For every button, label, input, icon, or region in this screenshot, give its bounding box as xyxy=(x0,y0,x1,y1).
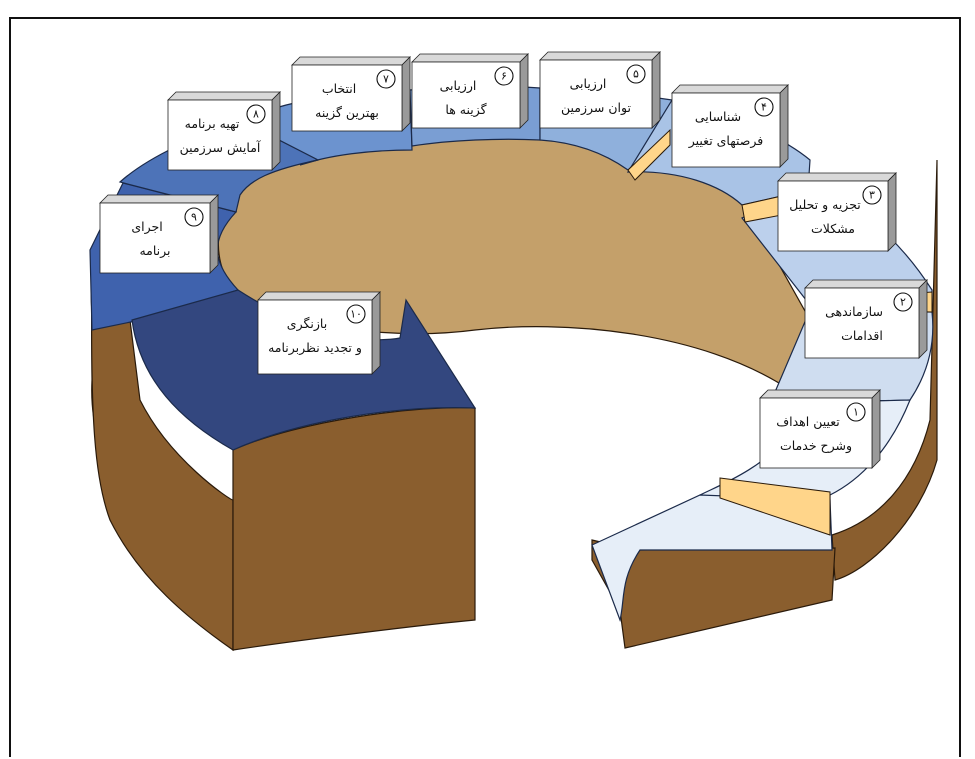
step-label-line2: بهترین گزینه xyxy=(315,105,379,121)
step-number: ١ xyxy=(853,406,859,419)
step-box-4: ۴ شناسایی فرصتهای تغییر xyxy=(671,84,789,168)
box-top-face xyxy=(167,91,281,101)
step-label-line2: آمایش سرزمین xyxy=(180,140,261,156)
box-side-face xyxy=(371,291,381,375)
step-label-line1: انتخاب xyxy=(322,81,356,96)
box-side-face xyxy=(887,172,897,252)
ring-outer-wall xyxy=(90,159,938,652)
step-label-line2: فرصتهای تغییر xyxy=(688,133,764,149)
box-side-face xyxy=(918,279,928,359)
box-side-face xyxy=(519,53,529,129)
step-box-10: ١٠ بازنگری و تجدید نظربرنامه xyxy=(257,291,381,375)
step-label-line1: تعیین اهداف xyxy=(776,414,840,430)
step-box-6: ۶ ارزیابی گزینه ها xyxy=(411,53,529,129)
box-top-face xyxy=(539,51,661,61)
step-box-8: ٨ تهیه برنامه آمایش سرزمین xyxy=(167,91,281,171)
box-top-face xyxy=(291,56,411,66)
step-number: ٢ xyxy=(900,296,906,309)
step-label-line2: وشرح خدمات xyxy=(780,438,852,454)
step-box-9: ٩ اجرای برنامه xyxy=(99,194,219,274)
step-face-4 xyxy=(627,128,671,181)
step-number: ٧ xyxy=(383,73,389,86)
step-face-0 xyxy=(719,477,831,536)
step-label-line1: بازنگری xyxy=(287,316,327,332)
step-number: ۴ xyxy=(761,101,767,114)
step-number: ۶ xyxy=(501,70,507,83)
step-label-line1: ارزیابی xyxy=(570,76,607,92)
step-number: ٣ xyxy=(869,189,875,202)
step-number: ١٠ xyxy=(350,308,362,321)
step-number: ۵ xyxy=(633,68,639,81)
step-label-line2: برنامه xyxy=(139,243,170,259)
diagram-frame xyxy=(9,17,961,757)
step-number: ٨ xyxy=(253,108,259,121)
step-number-circle xyxy=(246,104,266,124)
wall-front xyxy=(232,407,476,651)
step-number-circle xyxy=(346,304,366,324)
step-label-line1: تهیه برنامه xyxy=(185,116,240,132)
step-box-3: ٣ تجزیه و تحلیل مشکلات xyxy=(777,172,897,252)
segment-1-arrow xyxy=(591,494,833,623)
wall-right xyxy=(831,159,938,581)
wall-left-main xyxy=(90,273,234,652)
step-box-5: ۵ ارزیابی توان سرزمین xyxy=(539,51,661,129)
step-box-7: ٧ انتخاب بهترین گزینه xyxy=(291,56,411,132)
step-label-line2: گزینه ها xyxy=(445,102,486,118)
box-side-face xyxy=(651,51,661,129)
step-label-line2: و تجدید نظربرنامه xyxy=(268,340,362,356)
step-number-circle xyxy=(893,292,913,312)
step-label-line2: توان سرزمین xyxy=(561,100,631,116)
step-box-1: ١ تعیین اهداف وشرح خدمات xyxy=(759,389,881,469)
step-label-line1: اجرای xyxy=(131,219,162,235)
step-label-line1: تجزیه و تحلیل xyxy=(789,197,861,213)
step-label-line2: اقدامات xyxy=(841,328,883,343)
step-label-line2: مشکلات xyxy=(811,221,855,236)
box-side-face xyxy=(401,56,411,132)
box-side-face xyxy=(209,194,219,274)
step-number-circle xyxy=(376,69,396,89)
step-number-circle xyxy=(184,207,204,227)
box-top-face xyxy=(804,279,928,289)
step-number-circle xyxy=(626,64,646,84)
box-side-face xyxy=(271,91,281,171)
step-label-line1: سازماندهی xyxy=(825,304,883,320)
step-number-circle xyxy=(494,66,514,86)
step-number-circle xyxy=(862,185,882,205)
box-top-face xyxy=(671,84,789,94)
step-number-circle xyxy=(754,97,774,117)
step-label-line1: ارزیابی xyxy=(440,78,477,94)
box-top-face xyxy=(99,194,219,204)
box-side-face xyxy=(779,84,789,168)
box-top-face xyxy=(411,53,529,63)
step-number: ٩ xyxy=(191,211,197,224)
step-labels: ١ تعیین اهداف وشرح خدمات ٢ سازماندهی اقدامات ٣… xyxy=(99,51,928,469)
step-number-circle xyxy=(846,402,866,422)
box-top-face xyxy=(257,291,381,301)
box-top-face xyxy=(759,389,881,399)
step-box-2: ٢ سازماندهی اقدامات xyxy=(804,279,928,359)
step-label-line1: شناسایی xyxy=(695,109,741,124)
box-side-face xyxy=(871,389,881,469)
box-top-face xyxy=(777,172,897,182)
